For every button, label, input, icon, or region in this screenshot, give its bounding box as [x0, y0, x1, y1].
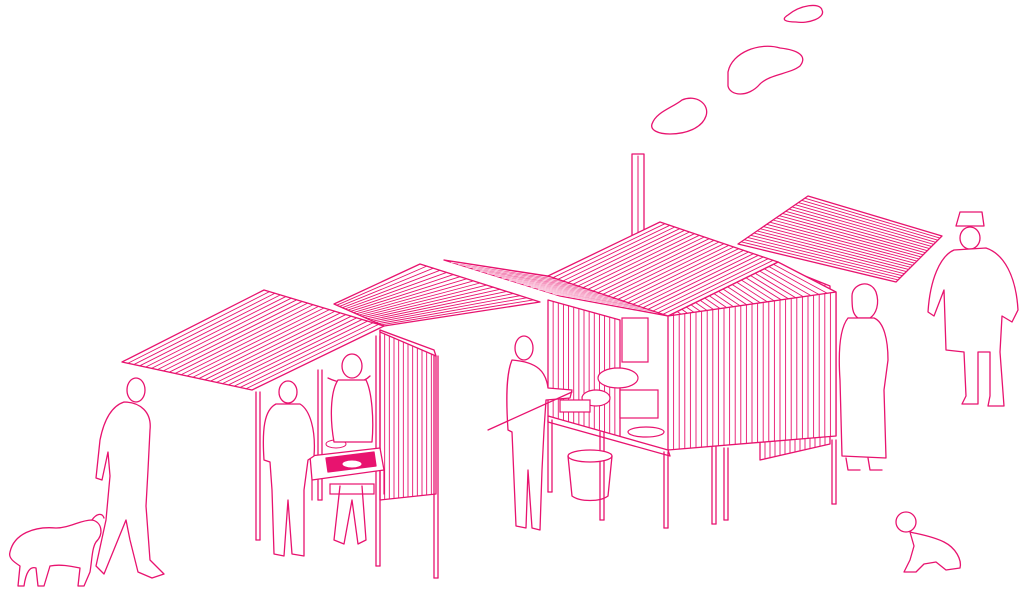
cook-center	[487, 335, 573, 531]
crawling-child	[895, 511, 962, 573]
customer-left	[262, 380, 316, 557]
smoke-puff-3	[651, 97, 708, 135]
smoke-puff-1	[783, 4, 824, 24]
bucket	[567, 449, 613, 502]
old-man-hat	[927, 211, 1019, 407]
woman-standing	[838, 283, 889, 471]
walking-man	[95, 377, 165, 579]
smoke-puff-2	[727, 45, 804, 95]
left-stall	[121, 263, 541, 579]
vendor-left	[327, 353, 374, 545]
center-stall	[443, 221, 837, 529]
dog	[8, 513, 105, 587]
chimney	[631, 153, 645, 245]
